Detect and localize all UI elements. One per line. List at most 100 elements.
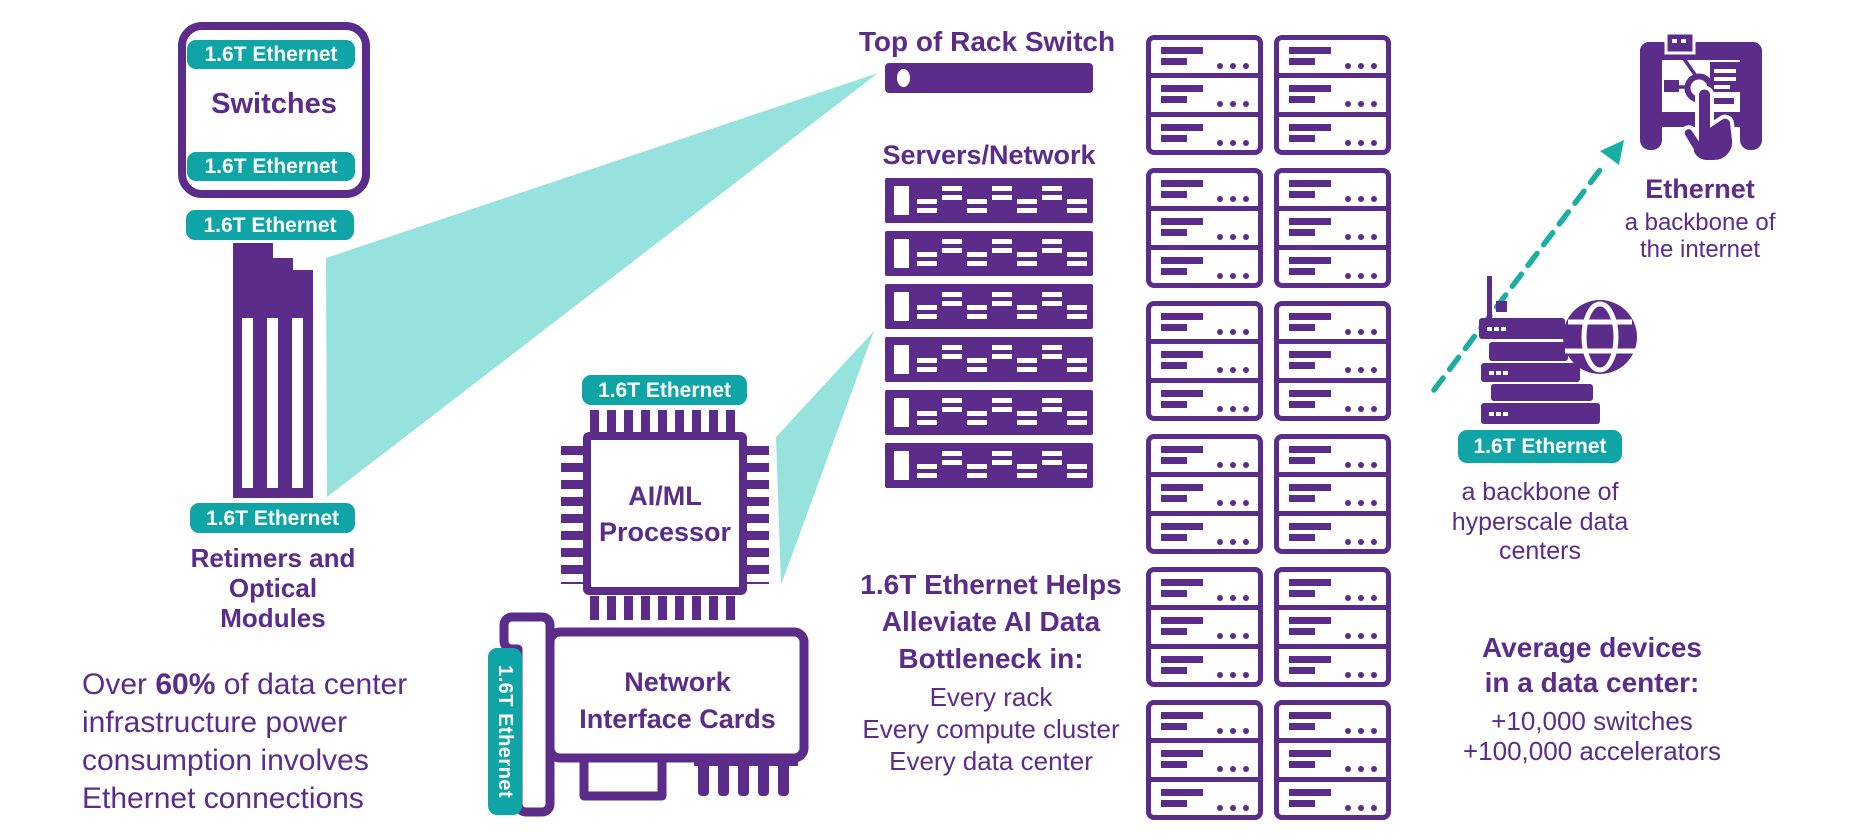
rack-row-dots — [1217, 272, 1223, 279]
rack-row-bar — [1289, 180, 1331, 187]
rack-row-bar — [1289, 134, 1315, 142]
power-stat-text: Over 60% of data center infrastructure p… — [82, 666, 502, 818]
server-dash — [1017, 261, 1037, 266]
rack-server-row — [1279, 339, 1386, 377]
bottleneck-heading-line2: Alleviate AI Data — [881, 606, 1101, 637]
bottleneck-item: Every compute cluster — [862, 714, 1120, 744]
rack-row-dots — [1345, 234, 1351, 241]
ethernet-internet-icon — [1640, 31, 1762, 165]
rack-row-dots — [1345, 139, 1351, 146]
tor-switch-icon — [885, 63, 1093, 93]
rack-row-dots — [1345, 272, 1351, 279]
dashed-arrow — [1431, 140, 1624, 393]
server-dash — [992, 398, 1012, 403]
server-dash — [1042, 398, 1062, 403]
devices-heading-line2: in a data center: — [1484, 667, 1700, 698]
rack-row-bar — [1289, 723, 1315, 730]
rack-server-row — [1279, 40, 1386, 73]
badge-1-6t-ethernet: 1.6T Ethernet — [582, 375, 747, 405]
rack-row-dots — [1217, 329, 1223, 335]
rack-server-row — [1151, 572, 1258, 605]
server-dash — [1017, 305, 1037, 310]
server-dash — [942, 407, 962, 412]
server-dash — [967, 314, 987, 319]
rack-row-dots — [1217, 671, 1223, 678]
rack-row-bar — [1289, 799, 1315, 807]
rack-row-bar — [1161, 267, 1187, 275]
rack-row-bar — [1289, 617, 1331, 625]
server-slot — [894, 186, 909, 215]
rack-unit — [1146, 567, 1263, 687]
server-dash — [1042, 345, 1062, 350]
rack-server-row — [1279, 206, 1386, 244]
rack-unit — [1274, 301, 1391, 421]
rack-row-bar — [1289, 218, 1331, 226]
rack-server-row — [1279, 244, 1386, 283]
server-bar-icon — [885, 178, 1093, 223]
server-dash — [942, 354, 962, 359]
server-dash — [967, 473, 987, 478]
server-dash — [1042, 301, 1062, 306]
aiml-processor-chip: AI/ML Processor — [583, 432, 747, 595]
rack-columns — [1146, 35, 1391, 820]
server-dash — [1067, 208, 1087, 213]
rack-row-dots — [1217, 139, 1223, 146]
rack-row-bar — [1161, 324, 1187, 331]
rack-row-bar — [1289, 389, 1331, 397]
rack-row-bar — [1161, 522, 1203, 530]
rack-row-dots — [1217, 63, 1223, 69]
server-dash — [1042, 248, 1062, 253]
server-dash — [917, 314, 937, 319]
server-dash — [1017, 420, 1037, 425]
stat-line1: Over 60% of data center — [82, 668, 408, 701]
server-bar-icon — [885, 231, 1093, 276]
server-dash — [967, 261, 987, 266]
server-bar-icon — [885, 284, 1093, 329]
rack-server-row — [1279, 111, 1386, 150]
rack-row-bar — [1289, 495, 1315, 503]
server-dash — [992, 239, 1012, 244]
pointing-hand-icon — [1680, 85, 1737, 165]
rack-unit — [1274, 567, 1391, 687]
server-dash — [942, 345, 962, 350]
internet-sub-line1: a backbone of — [1624, 209, 1776, 236]
rack-row-bar — [1161, 761, 1187, 769]
rack-row-bar — [1289, 267, 1315, 275]
processor-label-line2: Processor — [598, 516, 732, 547]
rack-server-row — [1151, 73, 1258, 111]
rack-row-bar — [1161, 723, 1187, 730]
rack-server-row — [1279, 73, 1386, 111]
rack-server-row — [1279, 643, 1386, 682]
server-dash — [992, 460, 1012, 465]
server-bar-icon — [885, 390, 1093, 435]
rack-row-bar — [1289, 400, 1315, 408]
server-bar-icon — [885, 337, 1093, 382]
rack-row-dots — [1345, 500, 1351, 507]
stat-line2: infrastructure power — [82, 706, 348, 739]
badge-1-6t-ethernet: 1.6T Ethernet — [187, 152, 355, 181]
server-dash — [1042, 407, 1062, 412]
rack-row-bar — [1161, 180, 1203, 187]
rack-row-bar — [1161, 712, 1203, 719]
rack-row-dots — [1345, 367, 1351, 374]
rack-row-bar — [1289, 47, 1331, 54]
rack-server-row — [1151, 111, 1258, 150]
badge-1-6t-ethernet-vertical: 1.6T Ethernet — [488, 648, 522, 815]
server-dash — [1042, 239, 1062, 244]
chip-pins-top — [590, 410, 742, 434]
rack-unit — [1274, 434, 1391, 554]
server-dash — [917, 261, 937, 266]
server-dash — [992, 354, 1012, 359]
server-dash — [942, 186, 962, 191]
server-dash — [917, 305, 937, 310]
stat-line3: consumption involves — [82, 744, 369, 777]
server-stack — [885, 178, 1093, 488]
servers-title: Servers/Network — [882, 140, 1096, 170]
rack-row-bar — [1289, 85, 1331, 93]
chip-pins-left — [561, 446, 585, 584]
server-dash — [1067, 473, 1087, 478]
rack-row-bar — [1161, 58, 1187, 65]
optical-module-icon — [233, 243, 313, 498]
server-dash — [1017, 464, 1037, 469]
rack-row-dots — [1345, 728, 1351, 734]
